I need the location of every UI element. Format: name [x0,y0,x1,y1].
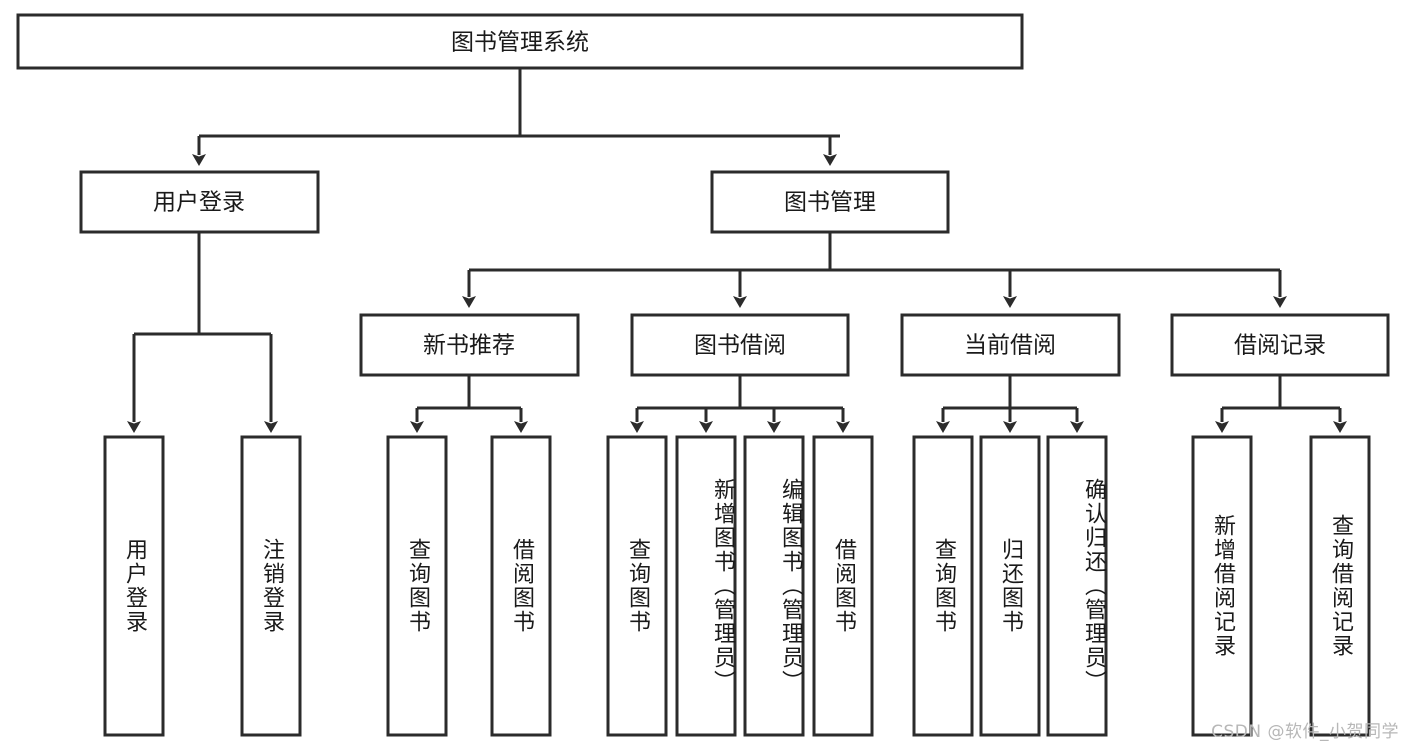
connector-borrow-record-to-leaves [1215,375,1347,433]
node-borrow-record[interactable]: 借阅记录 [1170,313,1390,377]
leaf-box-edit-book[interactable] [743,435,805,737]
leaf-box-return-book[interactable] [979,435,1041,737]
leaf-box-user-login[interactable] [103,435,165,737]
node-new-book-recommend[interactable]: 新书推荐 [359,313,580,377]
node-current-borrow[interactable]: 当前借阅 [900,313,1121,377]
node-root[interactable]: 图书管理系统 [16,13,1024,70]
leaf-box-confirm-return[interactable] [1046,435,1108,737]
node-book-manage-label: 图书管理 [784,190,876,216]
connector-book-borrow-to-leaves [630,375,850,433]
connector-root-to-level2 [192,68,840,166]
leaf-box-user-logout[interactable] [240,435,302,737]
leaf-box-query-book-2[interactable] [606,435,668,737]
connector-new-book-recommend-to-leaves [410,375,528,433]
node-borrow-record-label: 借阅记录 [1234,333,1326,359]
leaf-box-query-record[interactable] [1309,435,1371,737]
node-root-label: 图书管理系统 [451,30,589,56]
leaf-box-borrow-book-2[interactable] [812,435,874,737]
leaf-box-borrow-book-1[interactable] [490,435,552,737]
node-current-borrow-label: 当前借阅 [964,333,1056,359]
connector-user-login-to-leaves [127,232,278,433]
leaf-box-add-record[interactable] [1191,435,1253,737]
connector-book-manage-to-level3 [462,232,1287,308]
node-book-borrow[interactable]: 图书借阅 [630,313,850,377]
node-new-book-recommend-label: 新书推荐 [423,333,515,359]
node-user-login-label: 用户登录 [153,190,245,216]
node-book-borrow-label: 图书借阅 [694,333,786,359]
leaf-box-query-book-1[interactable] [386,435,448,737]
node-book-manage[interactable]: 图书管理 [710,170,950,234]
csdn-watermark: CSDN @软件_小贺同学 [1211,722,1399,742]
leaf-box-query-book-3[interactable] [912,435,974,737]
node-user-login[interactable]: 用户登录 [79,170,320,234]
connector-current-borrow-to-leaves [936,375,1084,433]
leaf-box-add-book[interactable] [675,435,737,737]
